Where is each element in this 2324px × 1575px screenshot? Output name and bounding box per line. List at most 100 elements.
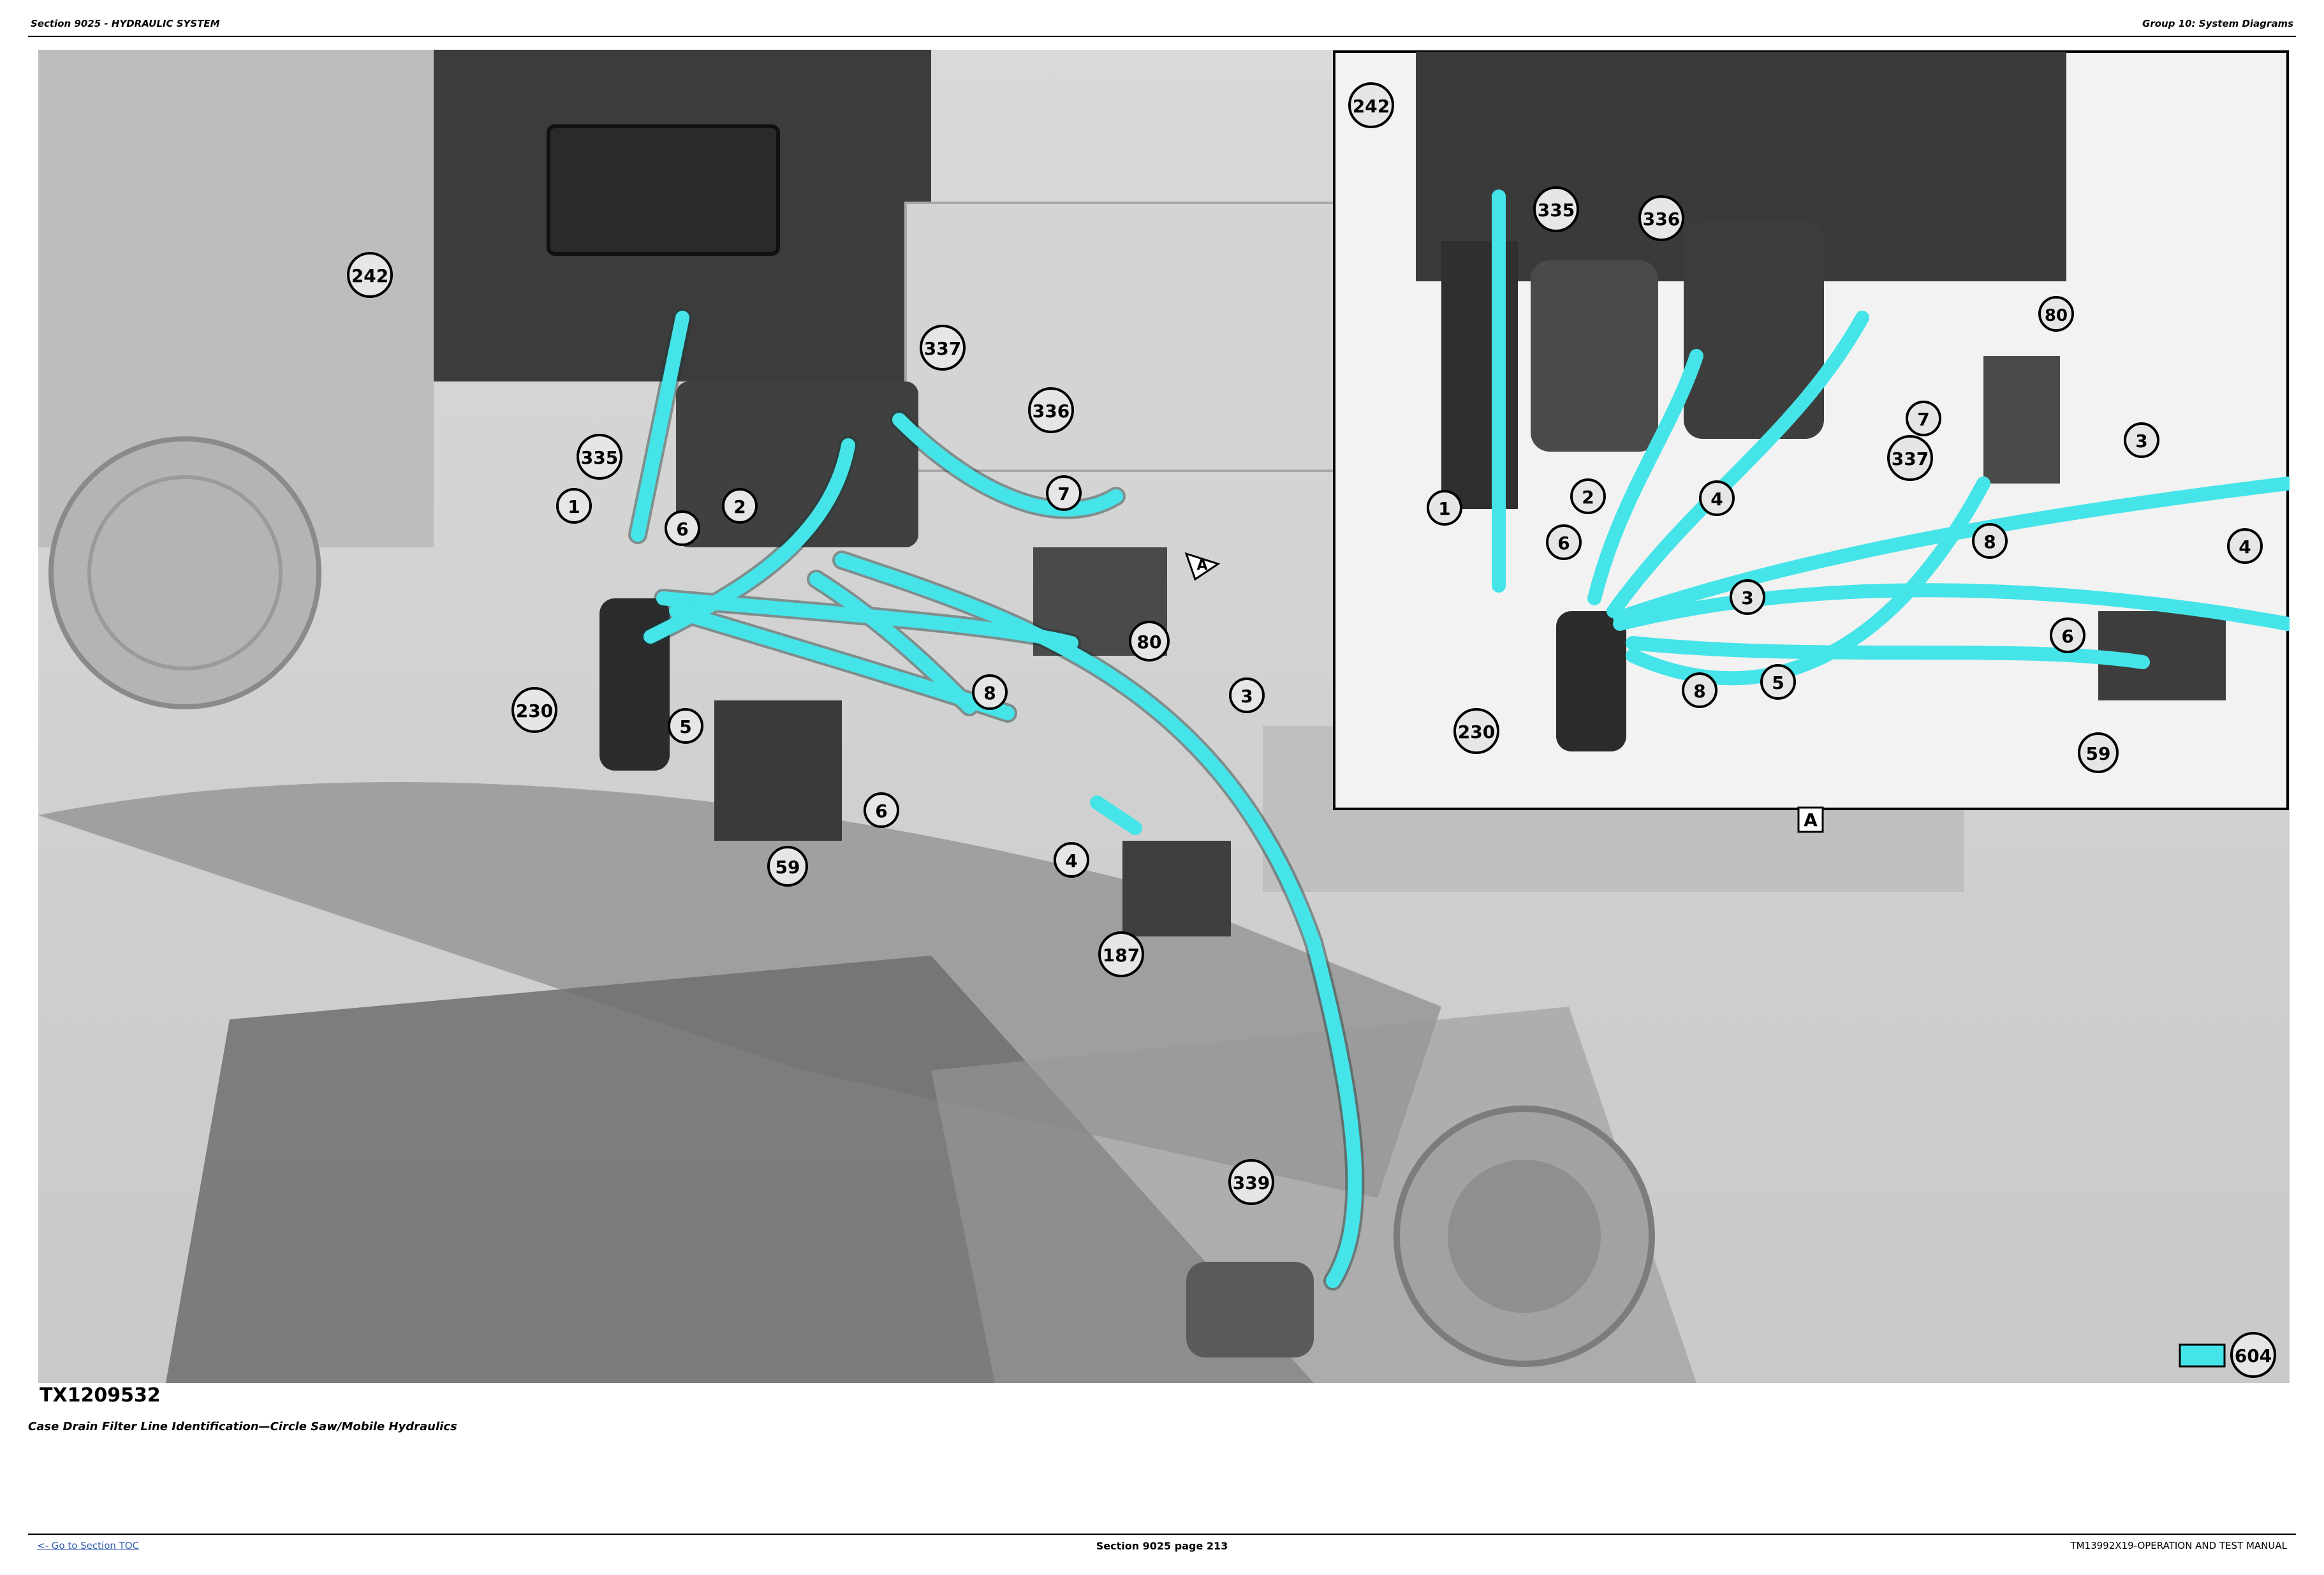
callout-337: 337 bbox=[920, 325, 966, 371]
case-drain-hoses bbox=[631, 311, 1362, 1288]
view-arrow-a: A bbox=[1184, 552, 1221, 581]
svg-text:59: 59 bbox=[2086, 743, 2111, 764]
svg-text:6: 6 bbox=[2061, 626, 2073, 647]
svg-text:6: 6 bbox=[676, 519, 688, 540]
svg-text:59: 59 bbox=[776, 857, 800, 878]
callout-6b: 6 bbox=[864, 792, 899, 828]
svg-text:7: 7 bbox=[1057, 484, 1070, 505]
svg-text:242: 242 bbox=[1353, 96, 1390, 117]
callout-335: 335 bbox=[577, 434, 622, 480]
svg-text:A: A bbox=[1196, 558, 1207, 573]
svg-text:335: 335 bbox=[1538, 200, 1575, 221]
go-to-section-toc-link[interactable]: <- Go to Section TOC bbox=[37, 1540, 140, 1551]
callout-230: 230 bbox=[511, 687, 557, 733]
detail-callout-335: 335 bbox=[1533, 186, 1579, 232]
svg-text:80: 80 bbox=[2045, 306, 2068, 325]
detail-callout-3: 3 bbox=[2124, 422, 2159, 458]
detail-callout-8b: 8 bbox=[1682, 672, 1717, 708]
detail-callout-8: 8 bbox=[1972, 523, 2008, 559]
valve-187 bbox=[1122, 841, 1231, 936]
detail-callout-2: 2 bbox=[1570, 478, 1606, 514]
svg-text:8: 8 bbox=[983, 683, 996, 704]
legend-604: 604 bbox=[2179, 1332, 2276, 1378]
callout-80: 80 bbox=[1129, 621, 1170, 662]
header-section: Section 9025 - HYDRAULIC SYSTEM bbox=[31, 18, 220, 29]
svg-text:8: 8 bbox=[1693, 681, 1705, 702]
callout-242: 242 bbox=[347, 252, 393, 298]
detail-callout-6: 6 bbox=[1546, 524, 1582, 560]
svg-text:336: 336 bbox=[1643, 209, 1680, 230]
callout-7: 7 bbox=[1046, 475, 1082, 511]
callout-59: 59 bbox=[767, 846, 808, 887]
callouts-main: 242 335 1 6 2 337 336 7 80 230 5 8 3 59 … bbox=[347, 252, 1274, 1205]
figure-caption: Case Drain Filter Line Identification—Ci… bbox=[28, 1420, 457, 1433]
callout-6: 6 bbox=[665, 510, 700, 546]
detail-callout-336: 336 bbox=[1638, 195, 1684, 241]
callout-336: 336 bbox=[1028, 387, 1074, 433]
svg-text:3: 3 bbox=[1240, 686, 1253, 707]
manifold-59 bbox=[714, 700, 842, 841]
svg-text:339: 339 bbox=[1233, 1172, 1270, 1194]
svg-text:80: 80 bbox=[1137, 632, 1162, 653]
svg-text:8: 8 bbox=[1983, 531, 1996, 552]
detail-callout-4b: 4 bbox=[2227, 528, 2263, 564]
detail-callout-230: 230 bbox=[1453, 708, 1499, 754]
svg-text:5: 5 bbox=[679, 716, 691, 737]
svg-text:335: 335 bbox=[581, 447, 618, 468]
detail-callout-3b: 3 bbox=[1730, 579, 1765, 615]
figure-id: TX1209532 bbox=[40, 1384, 161, 1407]
svg-text:6: 6 bbox=[1557, 533, 1570, 554]
svg-text:4: 4 bbox=[1710, 489, 1723, 510]
detail-callout-59: 59 bbox=[2078, 732, 2119, 773]
svg-text:2: 2 bbox=[733, 496, 746, 517]
svg-text:230: 230 bbox=[516, 700, 553, 721]
detail-callout-5: 5 bbox=[1760, 664, 1796, 700]
pump-335-337 bbox=[676, 381, 918, 547]
svg-text:1: 1 bbox=[1438, 498, 1450, 519]
motor-339 bbox=[1186, 1262, 1314, 1357]
detail-callout-1: 1 bbox=[1427, 490, 1462, 526]
detail-pump-336 bbox=[1684, 222, 1824, 439]
svg-text:187: 187 bbox=[1103, 945, 1140, 966]
detail-callout-6b: 6 bbox=[2050, 617, 2085, 653]
svg-text:604: 604 bbox=[2235, 1345, 2272, 1366]
svg-text:7: 7 bbox=[1917, 409, 1929, 430]
svg-text:337: 337 bbox=[924, 338, 961, 359]
svg-text:A: A bbox=[1804, 810, 1818, 831]
callouts-detail: 242 335 336 80 3 7 337 1 2 4 6 8 4 3 6 2… bbox=[1348, 82, 2263, 773]
detail-callout-242: 242 bbox=[1348, 82, 1394, 128]
svg-text:337: 337 bbox=[1892, 448, 1929, 470]
callout-8: 8 bbox=[972, 674, 1008, 710]
header-rule bbox=[28, 36, 2296, 37]
callout-2: 2 bbox=[722, 488, 758, 524]
detail-callout-4: 4 bbox=[1699, 480, 1735, 516]
callout-187: 187 bbox=[1098, 931, 1144, 977]
detail-pump-335 bbox=[1531, 260, 1658, 452]
footer-rule bbox=[28, 1534, 2296, 1535]
callout-1: 1 bbox=[556, 488, 592, 524]
detail-callout-7: 7 bbox=[1906, 401, 1941, 436]
detail-callout-337: 337 bbox=[1887, 435, 1933, 481]
detail-label-a: A bbox=[1797, 806, 1824, 833]
svg-text:242: 242 bbox=[351, 265, 388, 286]
svg-text:336: 336 bbox=[1033, 401, 1070, 422]
svg-text:3: 3 bbox=[1741, 588, 1753, 609]
svg-text:4: 4 bbox=[2239, 536, 2251, 558]
svg-text:4: 4 bbox=[1065, 850, 1077, 871]
callout-3: 3 bbox=[1229, 677, 1265, 713]
detail-filter-230 bbox=[1556, 611, 1626, 751]
detail-hoses bbox=[1492, 189, 2290, 686]
detail-callout-80: 80 bbox=[2038, 296, 2074, 332]
legend-swatch bbox=[2179, 1343, 2226, 1368]
header-group: Group 10: System Diagrams bbox=[2142, 18, 2293, 29]
hydraulic-illustration: 242 335 1 6 2 337 336 7 80 230 5 8 3 59 … bbox=[38, 50, 2290, 1383]
callout-339: 339 bbox=[1228, 1159, 1274, 1205]
callout-4: 4 bbox=[1054, 842, 1089, 878]
svg-text:1: 1 bbox=[568, 496, 580, 517]
manual-title: TM13992X19-OPERATION AND TEST MANUAL bbox=[2070, 1540, 2287, 1551]
svg-text:5: 5 bbox=[1772, 672, 1784, 693]
svg-text:6: 6 bbox=[875, 801, 887, 822]
callout-5: 5 bbox=[668, 708, 703, 744]
page-number: Section 9025 page 213 bbox=[1096, 1540, 1228, 1552]
svg-text:3: 3 bbox=[2135, 431, 2147, 452]
